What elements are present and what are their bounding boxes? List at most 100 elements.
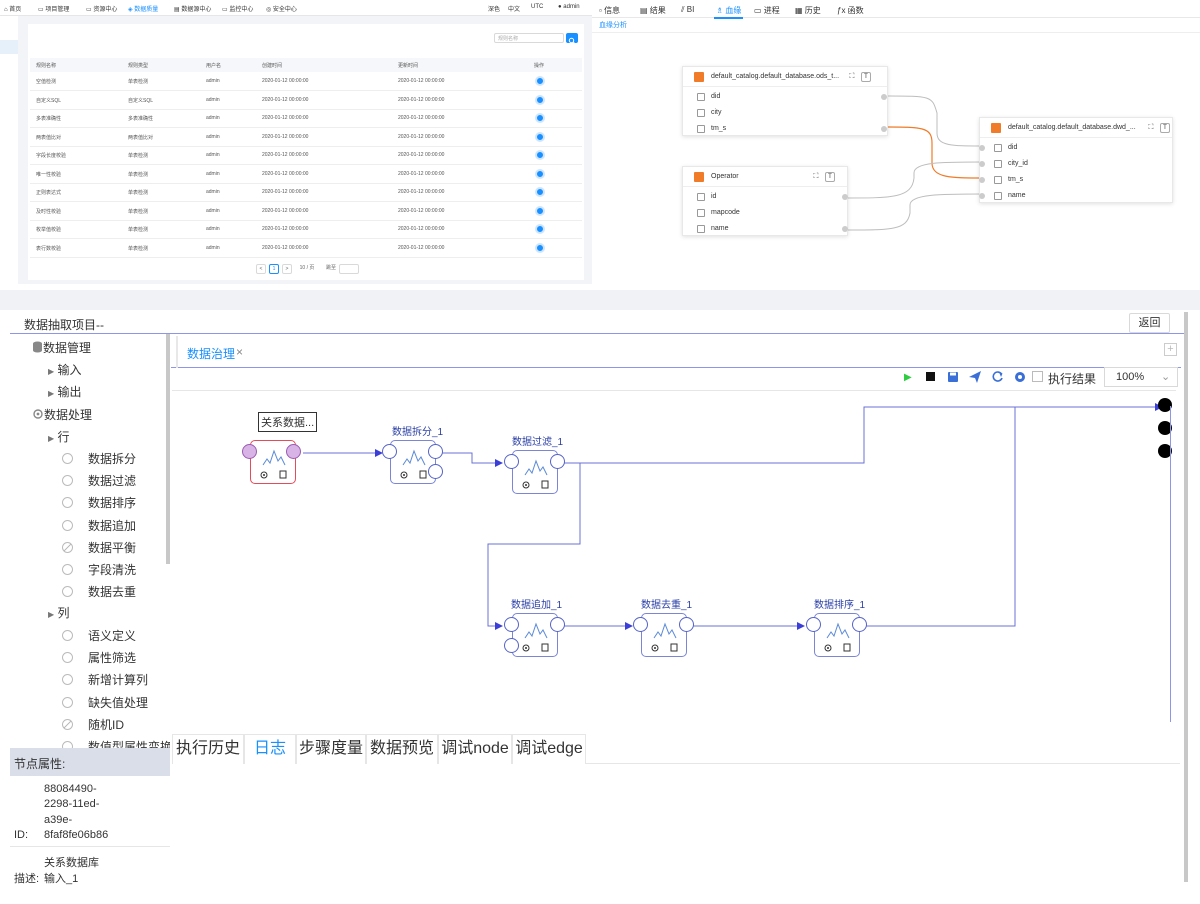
expand-icon[interactable]: ⛶ — [1148, 124, 1154, 131]
tree-component-item[interactable]: 数据过滤 — [88, 474, 137, 489]
back-button[interactable]: 返回 — [1129, 313, 1170, 333]
language-select[interactable]: 中文 — [508, 7, 521, 13]
search-button[interactable] — [566, 33, 578, 44]
tab-bi[interactable]: ⫽ BI — [681, 5, 695, 14]
nav-item-security[interactable]: ◎ 安全中心 — [266, 7, 297, 13]
view-detail-icon[interactable] — [535, 205, 545, 216]
page-size-select[interactable]: 10 / 页 — [299, 265, 315, 271]
bottom-tab[interactable]: 步骤度量 — [296, 734, 366, 764]
nav-item-datasource[interactable]: ▤ 数据源中心 — [174, 7, 212, 13]
tree-component-item[interactable]: 数据去重 — [88, 585, 137, 600]
node-port[interactable] — [428, 464, 443, 479]
view-detail-icon[interactable] — [535, 187, 545, 197]
field-port[interactable] — [881, 126, 887, 132]
node-port[interactable] — [428, 444, 443, 459]
jump-input[interactable] — [339, 264, 359, 274]
user-menu[interactable]: ● admin — [558, 4, 580, 10]
bottom-tab[interactable]: 调试edge — [512, 734, 586, 764]
expand-icon[interactable]: ⛶ — [813, 173, 819, 180]
theme-toggle[interactable]: 深色 — [488, 7, 501, 13]
lineage-table-operator[interactable]: Operator ⛶ T id mapcode name — [682, 166, 848, 236]
text-toggle-button[interactable]: T — [1160, 123, 1170, 133]
node-label[interactable]: 数据追加_1 — [511, 600, 563, 611]
settings-icon[interactable] — [1013, 370, 1027, 384]
output-port[interactable] — [1158, 421, 1172, 435]
bottom-tab[interactable]: 日志 — [244, 734, 296, 764]
tree-item-output[interactable]: ▶ 输出 — [48, 385, 82, 399]
tab-function[interactable]: ƒx 函数 — [837, 6, 864, 15]
tab-lineage[interactable]: ♗ 血缘 — [713, 6, 744, 19]
tree-component-item[interactable]: 语义定义 — [88, 629, 137, 643]
output-port[interactable] — [1158, 444, 1172, 458]
nav-item-data-quality[interactable]: ◈ 数据质量 — [128, 7, 159, 13]
flow-node[interactable] — [390, 440, 436, 484]
result-checkbox[interactable] — [1032, 371, 1043, 382]
timezone-select[interactable]: UTC — [531, 4, 544, 10]
node-port[interactable] — [550, 617, 565, 632]
text-toggle-button[interactable]: T — [861, 72, 871, 82]
lineage-table-source[interactable]: default_catalog.default_database.ods_t..… — [682, 66, 888, 136]
add-tab-button[interactable]: + — [1164, 343, 1177, 356]
save-icon[interactable] — [947, 371, 959, 383]
view-detail-icon[interactable] — [535, 94, 545, 105]
node-port[interactable] — [504, 454, 519, 469]
field-port[interactable] — [842, 194, 848, 200]
tab-data-governance[interactable]: 数据治理 × — [176, 336, 243, 368]
nav-item-projects[interactable]: ▭ 项目管理 — [38, 7, 70, 13]
stop-icon[interactable] — [926, 372, 935, 381]
tree-component-item[interactable]: 数据追加 — [88, 518, 137, 533]
node-port[interactable] — [679, 617, 694, 632]
page-scrollbar[interactable] — [1184, 312, 1188, 882]
bottom-tab[interactable]: 数据预览 — [366, 734, 438, 764]
node-label[interactable]: 数据过滤_1 — [512, 437, 564, 448]
field-port[interactable] — [842, 226, 848, 232]
expand-icon[interactable]: ⛶ — [849, 73, 855, 80]
nav-item-monitor[interactable]: ▭ 监控中心 — [222, 7, 254, 13]
view-detail-icon[interactable] — [535, 224, 545, 234]
bottom-tab[interactable]: 调试node — [438, 734, 512, 764]
tree-component-item[interactable]: 数据平衡 — [88, 540, 137, 555]
view-detail-icon[interactable] — [535, 76, 545, 86]
tab-result[interactable]: ▤ 结果 — [640, 6, 666, 15]
tree-component-item[interactable]: 新增计算列 — [88, 673, 149, 688]
tree-item-row[interactable]: ▶ 行 — [48, 430, 70, 444]
nav-item-resources[interactable]: ▭ 资源中心 — [86, 7, 118, 13]
tree-component-item[interactable]: 数据排序 — [88, 496, 137, 511]
tree-component-item[interactable]: 随机ID — [88, 717, 125, 732]
view-detail-icon[interactable] — [535, 168, 545, 179]
view-detail-icon[interactable] — [535, 242, 545, 253]
node-label[interactable]: 数据去重_1 — [641, 600, 693, 611]
node-port[interactable] — [382, 444, 397, 459]
flow-node[interactable] — [512, 450, 558, 494]
tree-component-item[interactable]: 属性筛选 — [88, 651, 137, 666]
run-icon[interactable]: ▶ — [904, 372, 912, 383]
prev-page-button[interactable]: < — [256, 264, 266, 274]
field-port[interactable] — [881, 94, 887, 100]
field-port[interactable] — [979, 145, 985, 151]
rule-search-input[interactable]: 规则名称 — [494, 33, 564, 43]
tree-item-data-management[interactable]: 数据管理 — [32, 339, 91, 356]
tree-item-input[interactable]: ▶ 输入 — [48, 363, 82, 377]
output-port[interactable] — [1158, 398, 1172, 412]
close-icon[interactable]: × — [236, 345, 244, 359]
tree-component-item[interactable]: 数据拆分 — [88, 452, 137, 466]
flow-node[interactable] — [641, 613, 687, 657]
node-port[interactable] — [806, 617, 821, 632]
send-icon[interactable] — [968, 370, 982, 384]
tree-component-item[interactable]: 数值型属性变换 — [88, 740, 170, 748]
node-port[interactable] — [242, 444, 257, 459]
next-page-button[interactable]: > — [282, 264, 292, 274]
field-port[interactable] — [979, 161, 985, 167]
nav-item-home[interactable]: ⌂ 首页 — [4, 7, 22, 13]
field-port[interactable] — [979, 177, 985, 183]
node-port[interactable] — [550, 454, 565, 469]
bottom-tab[interactable]: 执行历史 — [172, 734, 244, 764]
